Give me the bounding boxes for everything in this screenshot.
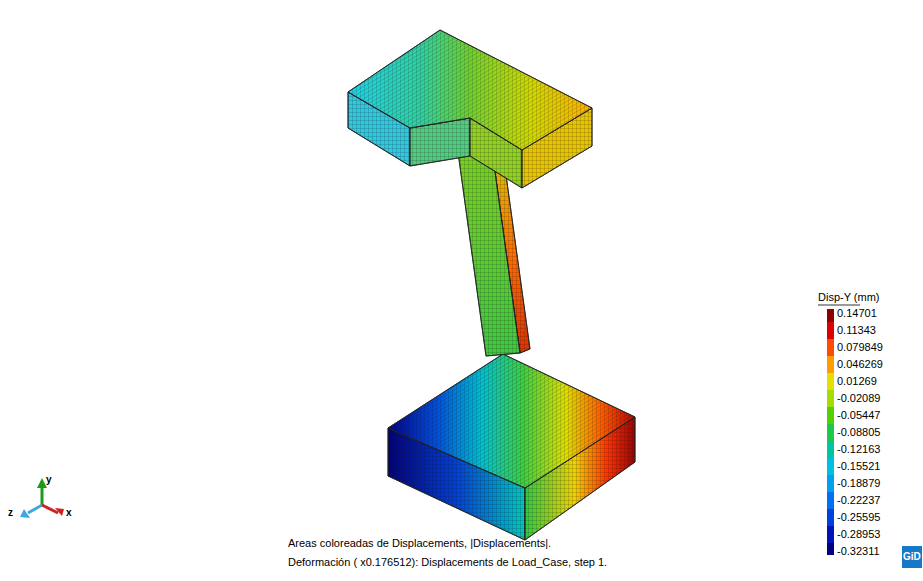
colorbar-value: -0.08805 xyxy=(837,426,880,439)
logo-square xyxy=(902,546,922,568)
legend-title: Disp-Y (mm) xyxy=(818,291,880,304)
colorbar-value: -0.15521 xyxy=(837,460,880,473)
colorbar-value: -0.32311 xyxy=(837,545,880,558)
colorbar-swatch xyxy=(827,356,834,373)
axis-label: y xyxy=(46,474,52,486)
colorbar-value: -0.05447 xyxy=(837,409,880,422)
logo-text: GiD xyxy=(903,551,921,563)
colorbar-swatch xyxy=(827,475,834,492)
colorbar-swatch xyxy=(827,509,834,526)
colorbar-swatch xyxy=(827,373,834,390)
colorbar-value: 0.01269 xyxy=(837,375,877,388)
caption-line: Areas coloreadas de Displacements, |Disp… xyxy=(288,537,551,550)
axis-label: x xyxy=(66,507,72,519)
colorbar-value: 0.14701 xyxy=(837,307,877,320)
colorbar-value: -0.28953 xyxy=(837,528,880,541)
colorbar-swatch xyxy=(827,543,834,556)
colorbar-value: 0.079849 xyxy=(837,341,883,354)
colorbar-swatch xyxy=(827,407,834,424)
colorbar-value: -0.12163 xyxy=(837,443,880,456)
colorbar-swatch xyxy=(827,339,834,356)
colorbar-swatch xyxy=(827,390,834,407)
colorbar-swatch xyxy=(827,441,834,458)
colorbar-swatch xyxy=(827,492,834,509)
colorbar-swatch xyxy=(827,458,834,475)
colorbar-swatch xyxy=(827,322,834,339)
colorbar-value: 0.046269 xyxy=(837,358,883,371)
colorbar-value: 0.11343 xyxy=(837,324,876,337)
colorbar-swatch xyxy=(827,526,834,543)
colorbar-swatch xyxy=(827,309,834,322)
colorbar-value: -0.02089 xyxy=(837,392,880,405)
colorbar-swatch xyxy=(827,424,834,441)
colorbar-value: -0.18879 xyxy=(837,477,880,490)
colorbar-value: -0.25595 xyxy=(837,511,880,524)
axis-label: z xyxy=(8,507,13,519)
axis-triad xyxy=(20,478,64,518)
colorbar-value: -0.22237 xyxy=(837,494,880,507)
caption-line: Deformación ( x0.176512): Displacements … xyxy=(288,556,607,569)
